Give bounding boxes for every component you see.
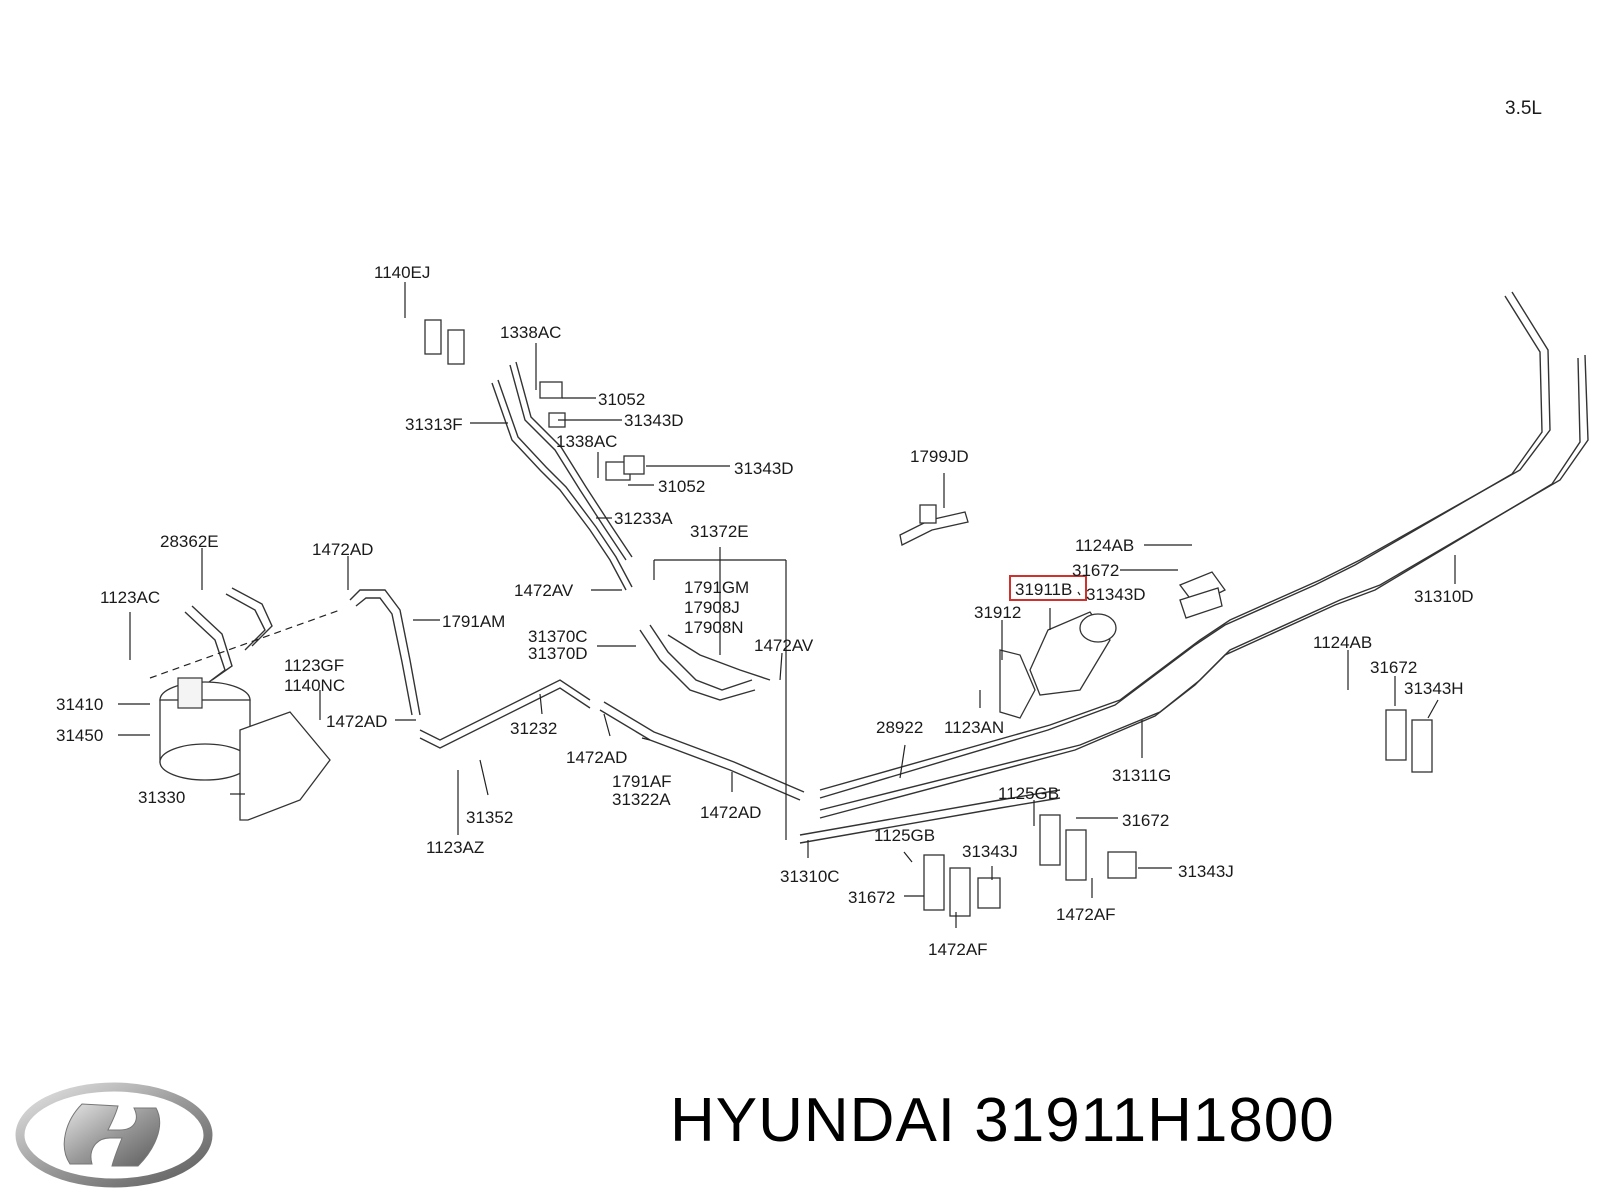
callout-28362e[interactable]: 28362E: [160, 532, 219, 551]
callout-1123az[interactable]: 1123AZ: [426, 838, 484, 857]
callout-31052[interactable]: 31052: [598, 390, 645, 409]
callout-31310d[interactable]: 31310D: [1414, 587, 1474, 606]
leader-lines: [118, 282, 1456, 928]
callout-31343j-2[interactable]: 31343J: [1178, 862, 1234, 881]
callout-31450[interactable]: 31450: [56, 726, 103, 745]
callout-1472ad-2[interactable]: 1472AD: [326, 712, 387, 731]
callout-31672-3[interactable]: 31672: [1122, 811, 1169, 830]
callout-31410[interactable]: 31410: [56, 695, 103, 714]
callout-31912[interactable]: 31912: [974, 603, 1021, 622]
engine-size-label: 3.5L: [1505, 98, 1542, 119]
callout-31343d[interactable]: 31343D: [624, 411, 684, 430]
callout-1472ad-3[interactable]: 1472AD: [566, 748, 627, 767]
callout-1140ej[interactable]: 1140EJ: [374, 263, 430, 282]
callout-1338ac-2[interactable]: 1338AC: [556, 432, 617, 451]
callout-1472ad[interactable]: 1472AD: [312, 540, 373, 559]
brand-name: HYUNDAI: [670, 1086, 957, 1155]
hose-clamp-1799jd[interactable]: [899, 504, 969, 546]
callout-1791af[interactable]: 1791AF: [612, 772, 672, 791]
fuel-filter-31911b[interactable]: [999, 611, 1117, 719]
callout-1124ab-2[interactable]: 1124AB: [1313, 633, 1372, 652]
callout-31330[interactable]: 31330: [138, 788, 185, 807]
callout-1472ad-4[interactable]: 1472AD: [700, 803, 761, 822]
callout-1799jd[interactable]: 1799JD: [910, 447, 969, 466]
callout-31313f[interactable]: 31313F: [405, 415, 463, 434]
callout-31311g[interactable]: 31311G: [1112, 766, 1171, 785]
callout-31233a[interactable]: 31233A: [614, 509, 673, 528]
callout-31310c[interactable]: 31310C: [780, 867, 840, 886]
callout-17908n[interactable]: 17908N: [684, 618, 744, 637]
callout-31343d-2[interactable]: 31343D: [734, 459, 794, 478]
callout-31352[interactable]: 31352: [466, 808, 513, 827]
callout-28922[interactable]: 28922: [876, 718, 923, 737]
callout-1791am[interactable]: 1791AM: [442, 612, 505, 631]
callout-1123an[interactable]: 1123AN: [944, 718, 1004, 737]
fuel-pipes: [149, 291, 1589, 844]
callout-31672-4[interactable]: 31672: [848, 888, 895, 907]
callout-1472af[interactable]: 1472AF: [928, 940, 988, 959]
callout-31343h[interactable]: 31343H: [1404, 679, 1464, 698]
canister-assembly[interactable]: [159, 677, 331, 821]
callout-1791gm[interactable]: 1791GM: [684, 578, 749, 597]
callout-31370c[interactable]: 31370C: [528, 627, 588, 646]
brand-part-title: HYUNDAI 31911H1800: [670, 1085, 1335, 1156]
callout-31343j[interactable]: 31343J: [962, 842, 1018, 861]
callout-1472af-2[interactable]: 1472AF: [1056, 905, 1116, 924]
callout-1140nc[interactable]: 1140NC: [284, 676, 345, 695]
callout-31322a[interactable]: 31322A: [612, 790, 671, 809]
callout-labels: 1140EJ 1338AC 31052 31313F 31343D 1338AC…: [56, 263, 1474, 959]
highlight-box: [1009, 575, 1087, 601]
bracket-31672-top[interactable]: [1178, 571, 1226, 619]
callout-1124ab[interactable]: 1124AB: [1075, 536, 1134, 555]
callout-1472av-2[interactable]: 1472AV: [754, 636, 814, 655]
callout-31232[interactable]: 31232: [510, 719, 557, 738]
callout-1338ac[interactable]: 1338AC: [500, 323, 561, 342]
callout-31343d-3[interactable]: 31343D: [1086, 585, 1146, 604]
callout-1125gb[interactable]: 1125GB: [998, 784, 1059, 803]
callout-31372e[interactable]: 31372E: [690, 522, 749, 541]
callout-1125gb-2[interactable]: 1125GB: [874, 826, 935, 845]
callout-31911b[interactable]: 31911B: [1015, 580, 1072, 599]
part-number: 31911H1800: [974, 1086, 1335, 1155]
clip-group-top[interactable]: [424, 319, 645, 481]
callout-1123ac[interactable]: 1123AC: [100, 588, 160, 607]
bracket-group-right[interactable]: [1385, 709, 1433, 773]
bracket-group-bottom[interactable]: [923, 814, 1137, 917]
callout-31672[interactable]: 31672: [1072, 561, 1119, 580]
callout-31052-2[interactable]: 31052: [658, 477, 705, 496]
hyundai-logo: [15, 1082, 213, 1188]
callout-1472av[interactable]: 1472AV: [514, 581, 574, 600]
callout-1123gf[interactable]: 1123GF: [284, 656, 344, 675]
callout-31672-2[interactable]: 31672: [1370, 658, 1417, 677]
callout-17908j[interactable]: 17908J: [684, 598, 740, 617]
callout-31370d[interactable]: 31370D: [528, 644, 588, 663]
